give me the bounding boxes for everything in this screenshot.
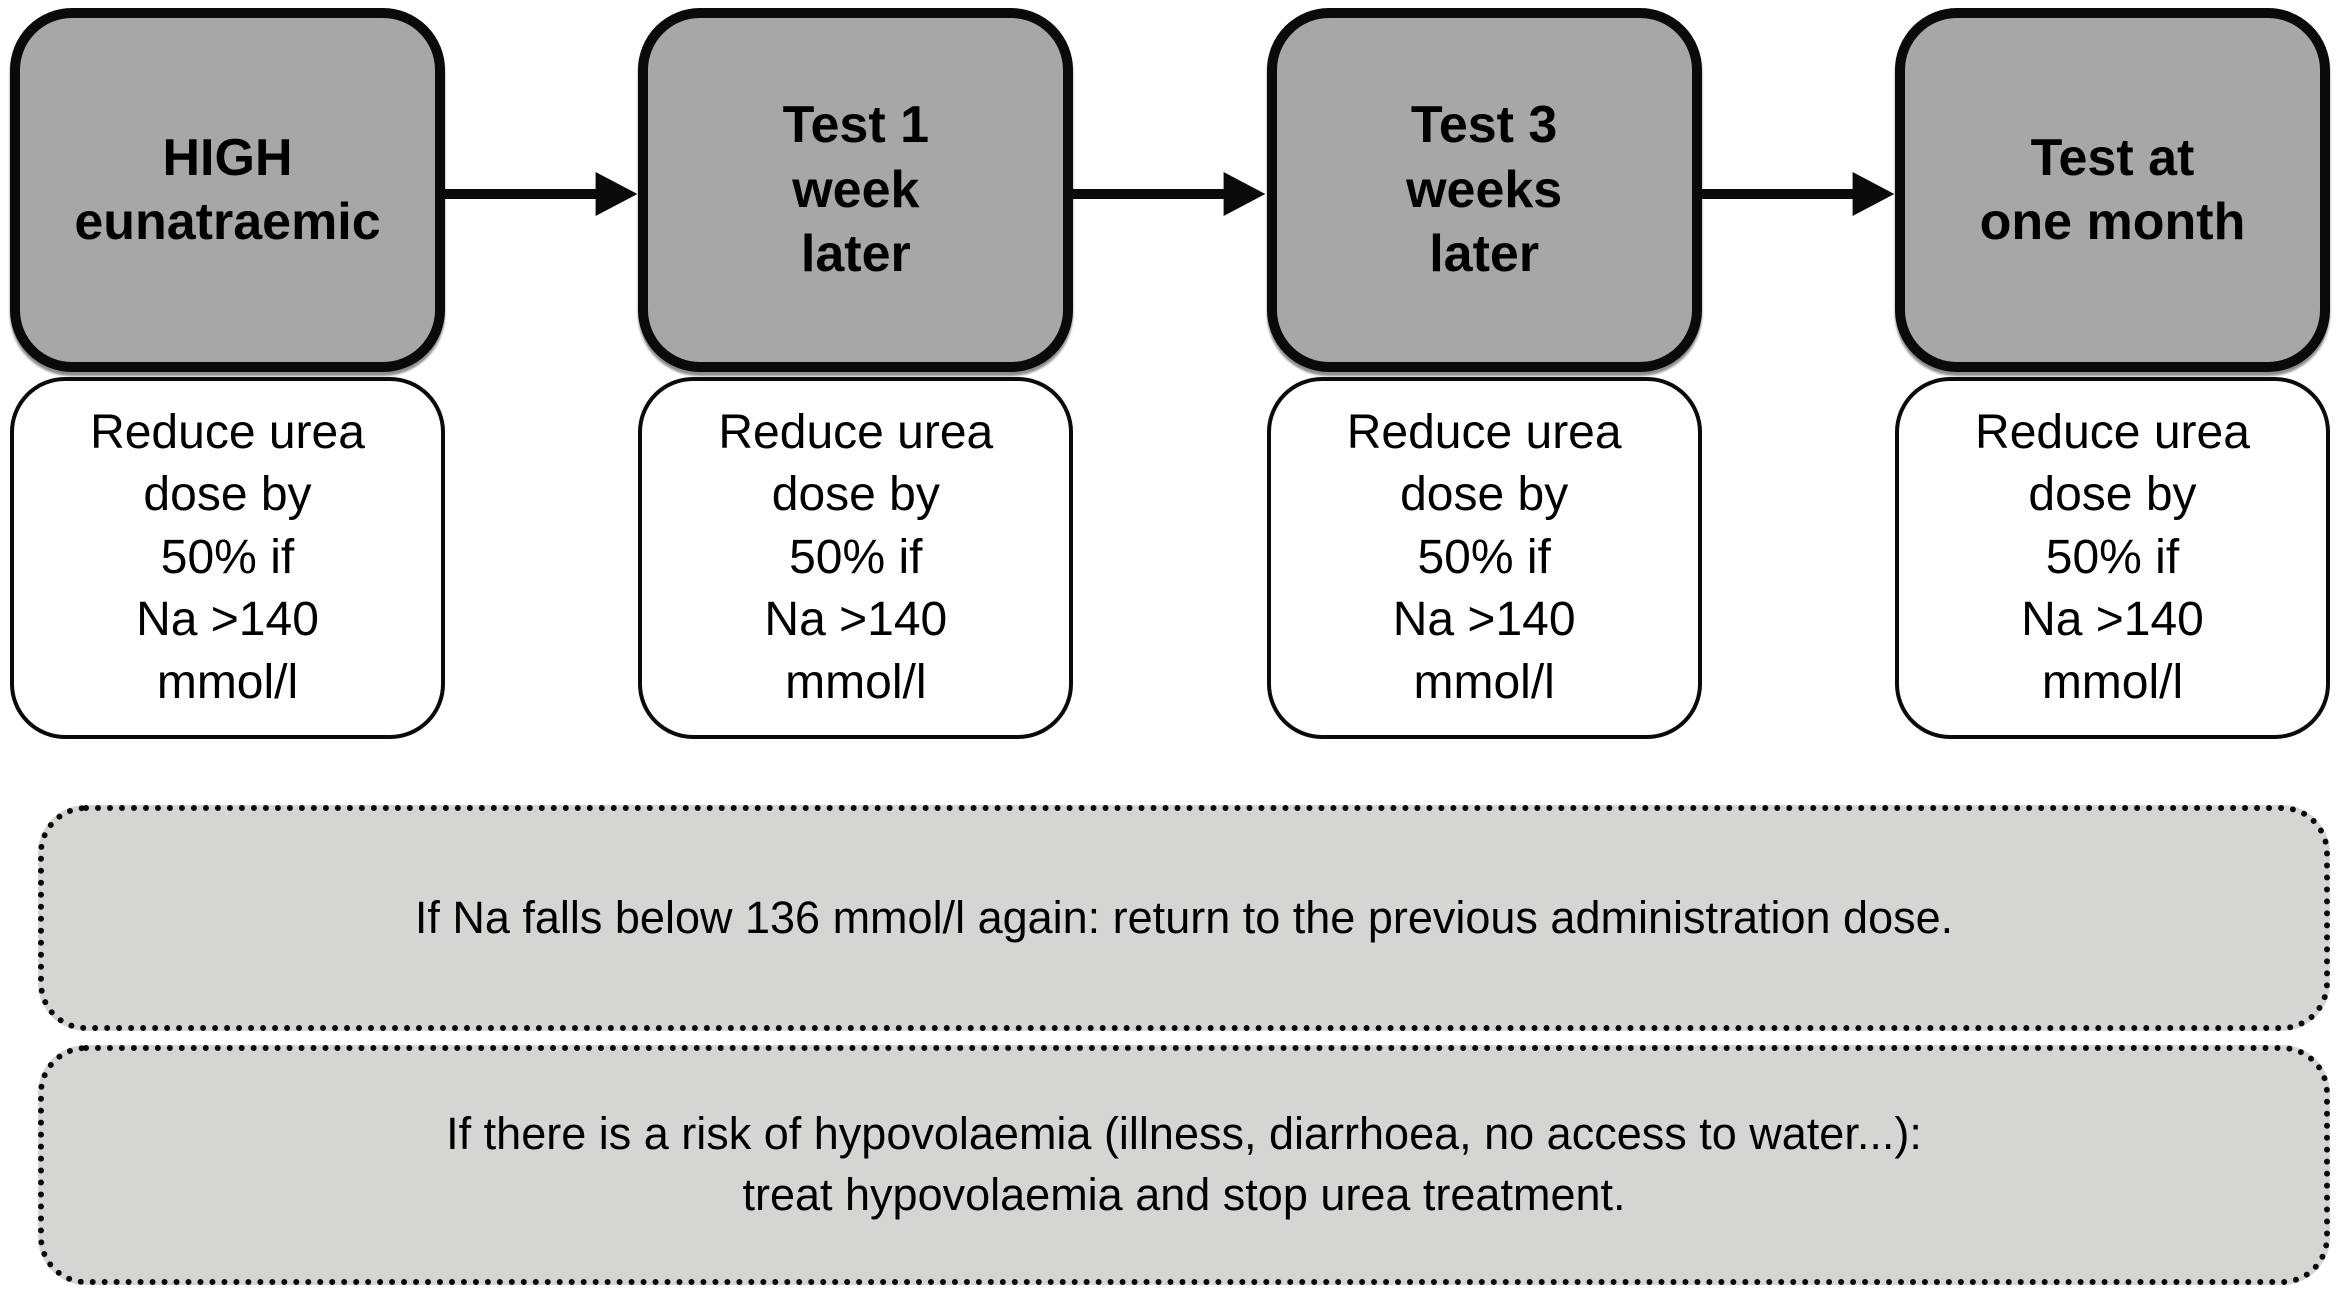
action-text: Reduce urea dose by 50% if Na >140 mmol/…: [90, 406, 365, 709]
flow-column-high-eunatraemic: HIGH eunatraemic Reduce urea dose by 50%…: [10, 8, 445, 739]
flow-arrow-3: [1701, 8, 1895, 380]
action-box-reduce-dose-2: Reduce urea dose by 50% if Na >140 mmol/…: [638, 377, 1074, 739]
stage-title: HIGH eunatraemic: [74, 128, 381, 251]
right-arrow-icon: [1073, 172, 1266, 216]
flow-column-test-3-weeks: Test 3 weeks later Reduce urea dose by 5…: [1266, 8, 1702, 739]
notes-section: If Na falls below 136 mmol/l again: retu…: [38, 805, 2330, 1285]
stage-box-test-one-month: Test at one month: [1894, 8, 2330, 372]
flow-arrow-2: [1073, 8, 1266, 380]
stage-title: Test 1 week later: [782, 96, 930, 284]
action-box-reduce-dose-4: Reduce urea dose by 50% if Na >140 mmol/…: [1894, 377, 2330, 739]
action-text: Reduce urea dose by 50% if Na >140 mmol/…: [718, 406, 994, 709]
stage-title: Test 3 weeks later: [1406, 96, 1563, 284]
flow-row: HIGH eunatraemic Reduce urea dose by 50%…: [10, 8, 2330, 739]
action-text: Reduce urea dose by 50% if Na >140 mmol/…: [1346, 406, 1622, 709]
action-box-reduce-dose-3: Reduce urea dose by 50% if Na >140 mmol/…: [1266, 377, 1702, 739]
right-arrow-icon: [445, 172, 638, 216]
note-text: If Na falls below 136 mmol/l again: retu…: [414, 891, 1954, 943]
stage-title: Test at one month: [1979, 128, 2246, 251]
stage-box-high-eunatraemic: HIGH eunatraemic: [10, 8, 445, 372]
note-text: If there is a risk of hypovolaemia (illn…: [446, 1108, 1922, 1220]
flow-column-test-one-month: Test at one month Reduce urea dose by 50…: [1894, 8, 2330, 739]
note-box-sodium-falls: If Na falls below 136 mmol/l again: retu…: [38, 805, 2330, 1031]
action-text: Reduce urea dose by 50% if Na >140 mmol/…: [1975, 406, 2250, 709]
right-arrow-icon: [1701, 172, 1894, 216]
flow-arrow-1: [445, 8, 638, 380]
stage-box-test-3-weeks: Test 3 weeks later: [1266, 8, 1702, 372]
action-box-reduce-dose-1: Reduce urea dose by 50% if Na >140 mmol/…: [10, 377, 445, 739]
flow-column-test-1-week: Test 1 week later Reduce urea dose by 50…: [638, 8, 1074, 739]
note-box-hypovolaemia-risk: If there is a risk of hypovolaemia (illn…: [38, 1045, 2330, 1285]
stage-box-test-1-week: Test 1 week later: [638, 8, 1074, 372]
